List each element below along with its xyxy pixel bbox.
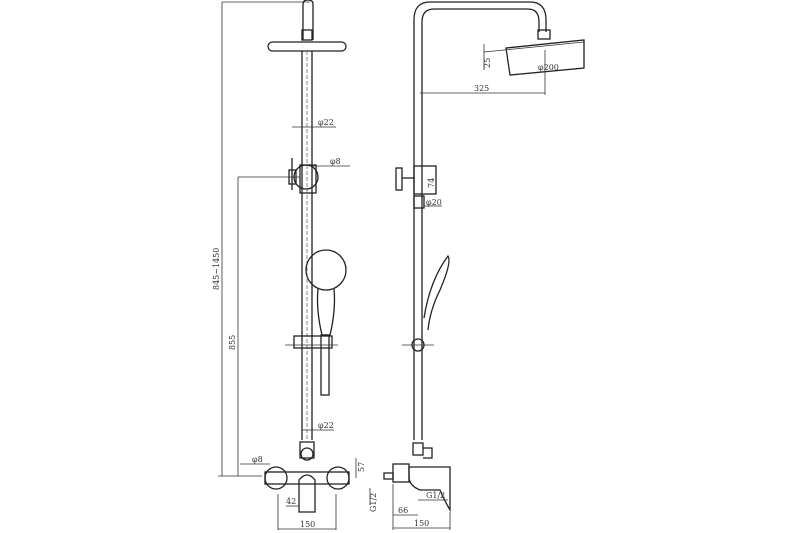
side-view: 25 φ200 325 74 φ20 G1/2 G1/2 66 150 <box>369 1 585 530</box>
pipe-dia-lower-label: φ22 <box>318 421 334 430</box>
spout-dia-label: 42 <box>286 497 296 506</box>
right-wall-flange <box>326 466 350 490</box>
diverter-height-label: 74 <box>427 178 436 188</box>
arm-reach-label: 325 <box>474 84 489 93</box>
shower-arm <box>302 0 314 40</box>
pipe-dia-upper-label: φ22 <box>318 118 334 127</box>
inlet-offset-label: 66 <box>398 506 408 515</box>
mixer-inlet-dia-label: φ8 <box>252 455 263 464</box>
pipe-dia-label: φ20 <box>426 198 442 207</box>
hand-shower-head <box>305 249 347 291</box>
head-thickness-label: 25 <box>483 58 492 68</box>
diverter-dia-label: φ8 <box>330 157 341 166</box>
mixer-height-label: 57 <box>357 462 366 472</box>
total-height-label: 845~1450 <box>212 248 221 290</box>
left-wall-flange <box>264 466 288 490</box>
mixer-width-label: 150 <box>300 520 315 529</box>
head-dia-label: φ200 <box>538 63 559 72</box>
body-width-label: 150 <box>414 519 429 528</box>
slide-bar-height-label: 855 <box>228 335 237 350</box>
square-shower-head <box>505 39 585 76</box>
mixer-body <box>264 471 350 485</box>
front-view: 845~1450 855 φ22 φ8 φ22 <box>212 0 366 530</box>
slider-bracket <box>293 335 333 349</box>
inlet-thread-label: G1/2 <box>369 493 378 512</box>
side-diverter <box>413 165 437 195</box>
side-wall-flange <box>392 463 410 483</box>
overhead-arm <box>413 1 547 440</box>
rain-shower-head <box>267 41 347 52</box>
side-mixer-body <box>408 466 451 513</box>
outlet-thread-label: G1/2 <box>426 491 445 500</box>
mixer-handle <box>298 474 316 513</box>
side-hand-shower <box>423 254 450 331</box>
